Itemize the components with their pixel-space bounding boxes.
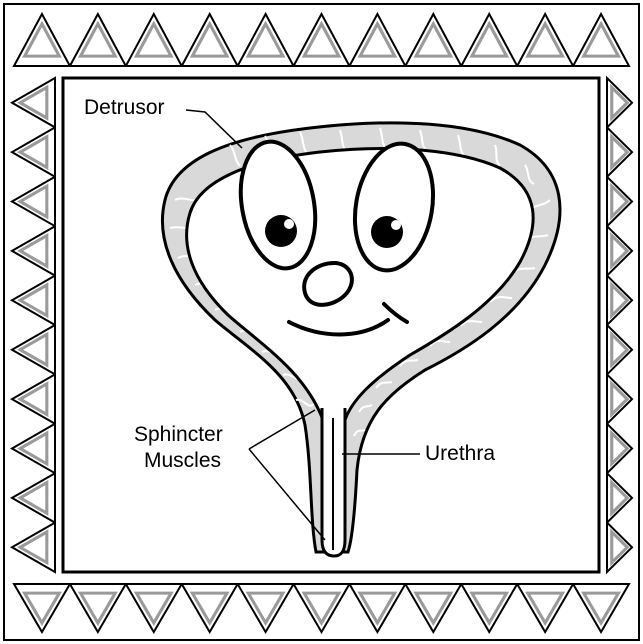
left-pupil xyxy=(265,215,297,247)
urethra-label: Urethra xyxy=(425,442,495,465)
left-eye-highlight xyxy=(284,219,294,229)
sphincter-label-line1: Sphincter xyxy=(134,423,223,446)
detrusor-label: Detrusor xyxy=(84,96,165,119)
right-eye-highlight xyxy=(391,220,401,230)
sphincter-label-line2: Muscles xyxy=(144,449,221,472)
